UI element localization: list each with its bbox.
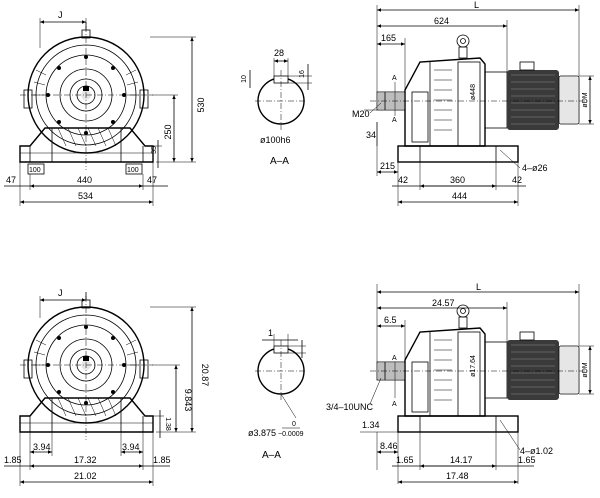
dim-motor-diameter: øDM (582, 362, 589, 377)
dim-base-span: 360 (450, 175, 465, 185)
section-label: A–A (270, 156, 289, 167)
dim-total-width: 21.02 (74, 471, 97, 481)
dim-foot-width-left: 3.94 (33, 442, 51, 452)
dim-shaft-height: 250 (163, 124, 173, 139)
imperial-side-dims: L 24.57 6.5 ø17.64 øDM A A 3/4–10UNC 1.3… (326, 282, 594, 484)
dim-total-width: 534 (78, 191, 93, 201)
dim-j: J (58, 288, 63, 298)
dim-housing-diameter: ø448 (470, 84, 477, 100)
imperial-side-view (369, 304, 591, 433)
dim-height-total: 20.87 (200, 364, 210, 387)
dim-motor-diameter: øDM (582, 92, 589, 107)
imperial-section-view: 1 0 −0.0009 ø3.875 A–A (248, 328, 308, 461)
dim-foot-height: 1.38 (164, 417, 171, 431)
dim-base-edge-left: 42 (398, 175, 408, 185)
dim-housing-diameter: ø17.64 (470, 355, 477, 377)
dim-shaft-extension: 6.5 (384, 315, 397, 325)
dim-shaft-to-base: 8.46 (380, 441, 398, 451)
dim-j: J (58, 10, 63, 20)
section-mark-a-bottom: A (392, 117, 397, 124)
dim-foot-span: 17.32 (74, 455, 97, 465)
metric-section-view: 28 16 10 ø100h6 A–A (241, 48, 312, 167)
section-mark-a-top: A (392, 75, 397, 82)
section-mark-a-top: A (392, 355, 397, 362)
dim-base-edge-left: 1.65 (396, 455, 414, 465)
dim-key-height: 10 (241, 75, 248, 83)
dim-mount-holes: 4–ø1.02 (520, 446, 553, 456)
dim-mount-holes: 4–ø26 (522, 163, 548, 173)
imperial-front-dims: J 20.87 9.843 1.38 3.94 3.94 1.85 17.32 (4, 288, 210, 486)
dim-length-reducer: 624 (434, 16, 449, 26)
dim-shaft-to-base: 215 (380, 161, 395, 171)
dim-key-tolerance-upper: 0 (292, 421, 296, 428)
section-mark-a-bottom: A (392, 401, 397, 408)
dim-key-width: 28 (274, 48, 284, 58)
dim-edge-right: 1.85 (153, 455, 171, 465)
dim-thread: 3/4–10UNC (326, 402, 374, 412)
dim-shaft-diameter: ø3.875 (248, 428, 276, 438)
dim-shaft-diameter: ø100h6 (260, 135, 291, 145)
dim-shaft-offset: 34 (366, 130, 376, 140)
dim-height-total: 530 (196, 97, 206, 112)
dim-base-edge-right: 42 (512, 175, 522, 185)
dim-thread: M20 (352, 109, 370, 119)
dim-foot-span: 440 (77, 175, 92, 185)
dim-foot-height: 35 (151, 146, 158, 154)
dim-key-tolerance-lower: −0.0009 (278, 431, 304, 438)
metric-side-view (369, 34, 591, 163)
dim-key-width: 1 (268, 328, 273, 338)
dim-edge-left: 1.85 (4, 455, 22, 465)
dim-edge-right: 47 (147, 175, 157, 185)
dim-overall-length: L (474, 0, 479, 10)
section-label: A–A (262, 450, 281, 461)
dim-foot-width-right: 3.94 (122, 442, 140, 452)
dim-edge-left: 47 (6, 175, 16, 185)
dim-base-edge-right: 1.65 (518, 455, 536, 465)
dim-base-total: 444 (452, 191, 467, 201)
dim-base-total: 17.48 (446, 471, 469, 481)
metric-front-dims: J 530 250 35 100 100 47 440 47 534 (4, 10, 206, 206)
dim-overall-length: L (476, 282, 481, 292)
dim-shaft-extension: 165 (381, 33, 396, 43)
dim-shaft-height: 9.843 (183, 389, 193, 412)
dim-foot-width-right: 100 (127, 167, 139, 174)
dim-shaft-offset: 1.34 (362, 420, 380, 430)
dim-key-depth: 16 (299, 70, 306, 78)
dim-foot-width-left: 100 (29, 167, 41, 174)
dim-length-reducer: 24.57 (432, 298, 455, 308)
dim-base-span: 14.17 (450, 455, 473, 465)
metric-side-dims: L 624 165 ø448 øDM A A M20 34 215 4–ø26 (352, 0, 594, 206)
